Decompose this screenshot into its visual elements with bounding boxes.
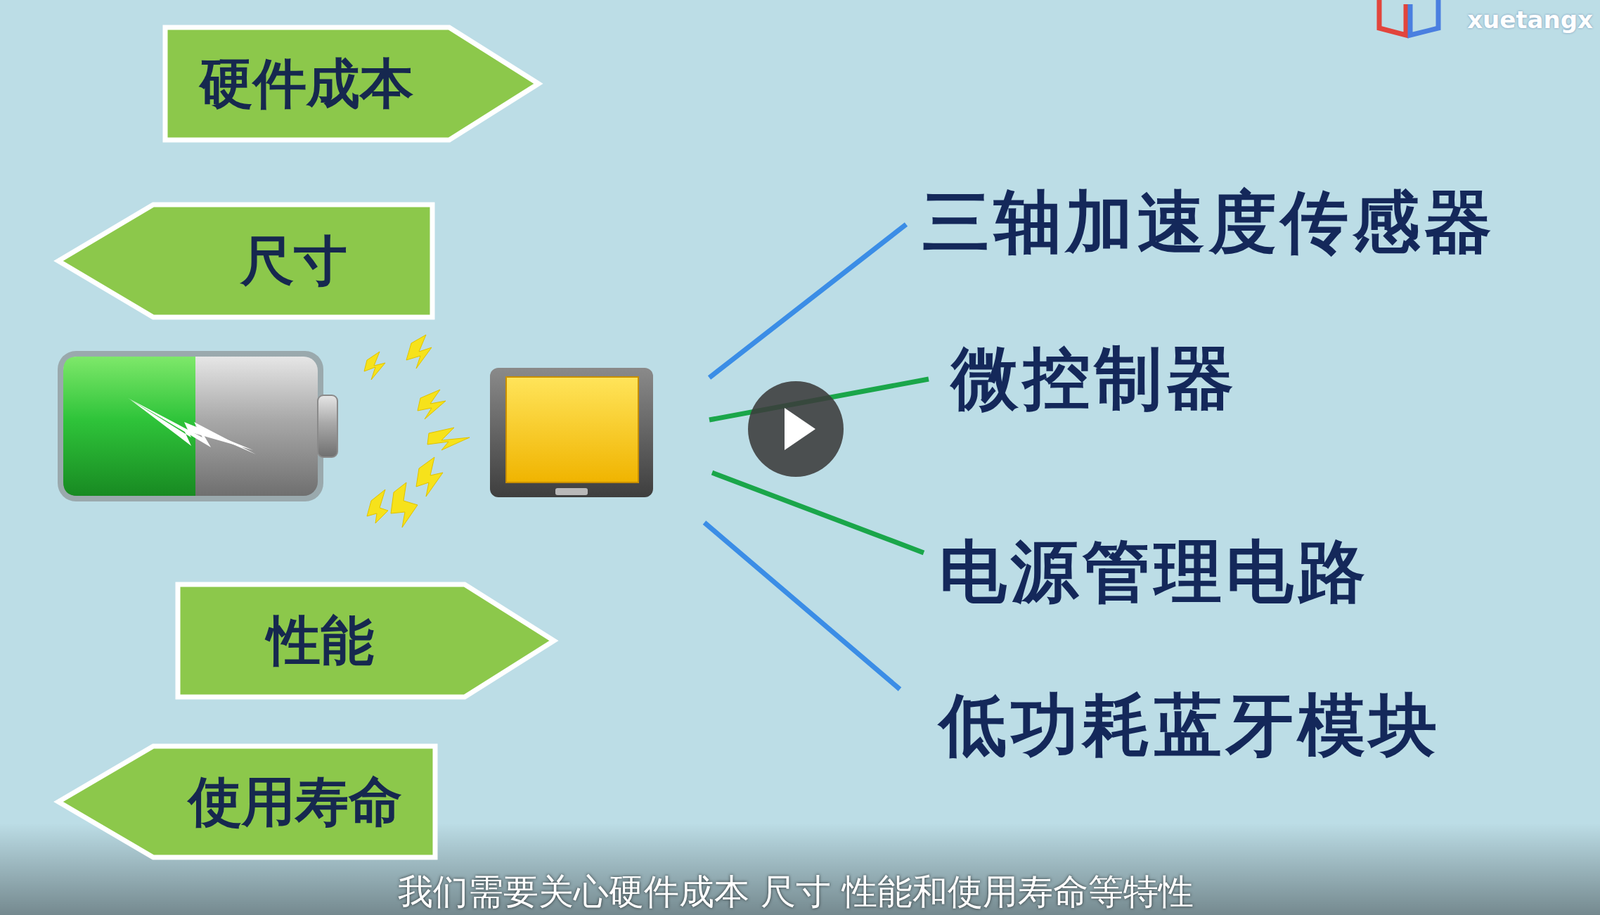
tag-text: 性能 — [267, 613, 374, 668]
video-caption: 我们需要关心硬件成本 尺寸 性能和使用寿命等特性 — [397, 873, 1194, 909]
leader-lines — [704, 224, 929, 689]
chip-icon — [489, 367, 654, 498]
component-label: 低功耗蓝牙模块 — [939, 691, 1442, 759]
logo — [1379, 0, 1439, 36]
play-button — [747, 381, 844, 477]
tag-text: 尺寸 — [240, 234, 348, 288]
component-label: 三轴加速度传感器 — [922, 188, 1496, 256]
watermark: xuetangx — [1467, 7, 1593, 32]
tag-text: 硬件成本 — [199, 56, 414, 111]
arrow-tag: 性能 — [175, 582, 557, 699]
arrow-tag: 尺寸 — [56, 202, 435, 320]
sparks — [364, 334, 470, 528]
component-label: 微控制器 — [951, 344, 1238, 412]
arrow-tag: 使用寿命 — [56, 743, 438, 860]
arrow-tag: 硬件成本 — [163, 25, 541, 143]
battery-icon — [57, 350, 338, 502]
component-label: 电源管理电路 — [939, 537, 1370, 606]
tag-text: 使用寿命 — [188, 774, 403, 829]
